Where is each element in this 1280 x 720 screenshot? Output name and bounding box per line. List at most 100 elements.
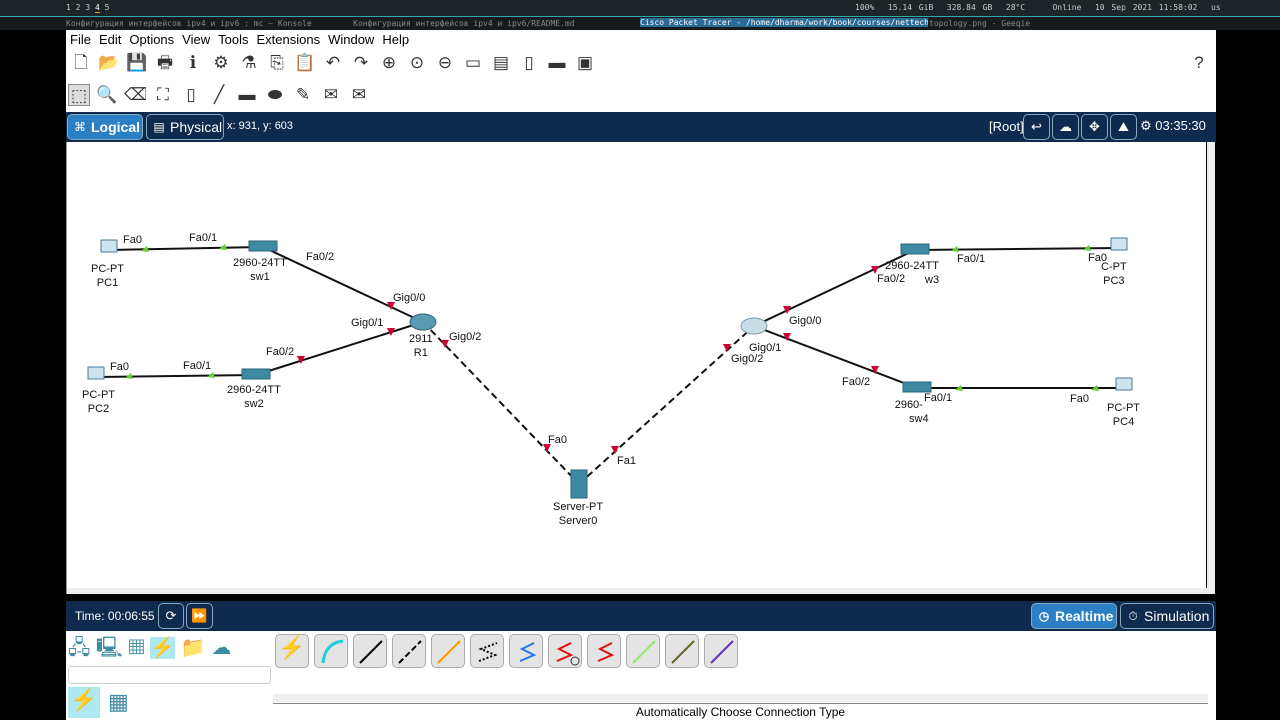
vertical-scrollbar[interactable]	[1207, 142, 1215, 594]
rectangle-icon[interactable]: ▬	[238, 85, 256, 104]
multiuser-icon[interactable]: ☁	[211, 637, 232, 659]
root-label[interactable]: [Root]	[989, 119, 1024, 134]
freeform-icon[interactable]: ✎	[295, 85, 311, 104]
select-icon[interactable]: ⬚	[68, 84, 90, 106]
fiber-icon[interactable]	[431, 634, 465, 668]
serial-dte-icon[interactable]	[587, 634, 621, 668]
notes-icon[interactable]: ▯	[524, 53, 534, 72]
r1-icon	[409, 313, 437, 331]
custom-device-icon[interactable]: ▤	[492, 53, 510, 72]
task-packet-tracer[interactable]: Cisco Packet Tracer - /home/dharma/work/…	[640, 18, 928, 27]
wizard-icon[interactable]: ⚗	[241, 53, 257, 72]
horizontal-scrollbar[interactable]	[67, 588, 1207, 594]
copper-straight-icon[interactable]	[353, 634, 387, 668]
simulation-button[interactable]: ⏱Simulation	[1120, 603, 1214, 629]
menu-extensions[interactable]: Extensions	[256, 32, 321, 47]
components-icon[interactable]: ▦	[128, 637, 145, 659]
resize-icon[interactable]: ⛶	[157, 85, 169, 104]
connections-icon[interactable]: ⚡	[150, 637, 176, 659]
network-devices-icon[interactable]: 🖧	[68, 637, 91, 659]
sim-time: Time: 00:06:55	[75, 609, 155, 623]
image-icon[interactable]: ▣	[576, 53, 594, 72]
paste-icon[interactable]: 📋	[294, 53, 316, 72]
cluster-icon[interactable]: ☁	[1052, 114, 1079, 140]
background-icon[interactable]: ⛰	[1110, 114, 1137, 140]
serial-dce-icon[interactable]	[548, 634, 582, 668]
time-bar: Time: 00:06:55 ⟳ ⏩ ◷Realtime ⏱Simulation	[66, 601, 1216, 631]
network-info-icon[interactable]: ⚙	[213, 53, 229, 72]
menu-window[interactable]: Window	[328, 32, 375, 47]
ellipse-icon[interactable]: ⬬	[267, 85, 283, 104]
menu-file[interactable]: File	[70, 32, 91, 47]
auto-cable-icon[interactable]: ⚡	[275, 634, 309, 668]
simple-pdu-icon[interactable]: ✉	[323, 85, 339, 104]
power-cycle-icon[interactable]: ⟳	[158, 603, 184, 629]
device-sw4[interactable]: 2960-sw4	[894, 399, 929, 425]
link-sw1-r1	[262, 246, 424, 323]
end-devices-icon[interactable]: 🖳	[95, 637, 123, 659]
misc-icon[interactable]: 📁	[180, 637, 206, 659]
link-pc2-sw2	[97, 374, 257, 378]
print-icon[interactable]: 🖶	[156, 53, 174, 72]
link-down-markers	[297, 266, 879, 454]
task-konsole[interactable]: Конфигурация интерфейсов ipv4 и ipv6 : m…	[66, 19, 312, 28]
info-icon[interactable]: ℹ	[189, 53, 197, 72]
fast-forward-icon[interactable]: ⏩	[186, 603, 213, 629]
move-icon[interactable]: ✥	[1081, 114, 1108, 140]
back-icon[interactable]: ↩	[1023, 114, 1050, 140]
link-sw2-r1	[255, 321, 424, 376]
realtime-button[interactable]: ◷Realtime	[1031, 603, 1117, 629]
open-icon[interactable]: 📂	[98, 53, 120, 72]
menu-help[interactable]: Help	[382, 32, 410, 47]
cable-scrollbar[interactable]	[273, 694, 1208, 702]
note-icon[interactable]: ▯	[186, 85, 196, 104]
workspaces[interactable]: 1 2 3 4 5	[66, 3, 110, 13]
draw-line-icon[interactable]: ╱	[213, 85, 225, 104]
device-search[interactable]	[68, 666, 271, 684]
coaxial-icon[interactable]	[509, 634, 543, 668]
copper-cross-icon[interactable]	[392, 634, 426, 668]
inspect-icon[interactable]: 🔍	[96, 85, 118, 104]
octal-cable-icon[interactable]	[626, 634, 660, 668]
task-geeqie[interactable]: topology.png - Geeqie	[929, 19, 1031, 28]
coordinates: x: 931, y: 603	[227, 120, 294, 132]
grid-icon[interactable]: ▦	[108, 689, 129, 714]
zoom-out-icon[interactable]: ⊖	[437, 53, 453, 72]
new-icon[interactable]: 🗋	[74, 53, 88, 72]
menu-tools[interactable]: Tools	[218, 32, 249, 47]
port-label: Fa0/2	[306, 251, 335, 263]
menu-edit[interactable]: Edit	[98, 32, 122, 47]
delete-icon[interactable]: ⌫	[124, 85, 146, 104]
palette-icon[interactable]: ▭	[464, 53, 482, 72]
zoom-reset-icon[interactable]: ⊙	[409, 53, 425, 72]
undo-icon[interactable]: ↶	[325, 53, 341, 72]
redo-icon[interactable]: ↷	[353, 53, 369, 72]
phone-cable-icon[interactable]	[470, 634, 504, 668]
tab-physical[interactable]: ▤Physical	[146, 114, 224, 140]
console-cable-icon[interactable]	[314, 634, 348, 668]
iot-cable-icon[interactable]	[665, 634, 699, 668]
menu-options[interactable]: Options	[129, 32, 175, 47]
menu-view[interactable]: View	[182, 32, 211, 47]
tab-logical[interactable]: ⌘Logical	[67, 114, 143, 140]
sw1-icon	[248, 240, 278, 252]
zoom-in-icon[interactable]: ⊕	[381, 53, 397, 72]
connections-subcategory-icon[interactable]: ⚡	[68, 687, 100, 718]
help-icon[interactable]: ?	[1194, 53, 1204, 72]
task-readme[interactable]: Конфигурация интерфейсов ipv4 и ipv6/REA…	[353, 19, 575, 28]
save-icon[interactable]: 💾	[126, 53, 148, 72]
usb-cable-icon[interactable]	[704, 634, 738, 668]
complex-pdu-icon[interactable]: ✉	[351, 85, 367, 104]
device-icon[interactable]: ▬	[548, 53, 566, 72]
copy-icon[interactable]: ⎘	[270, 53, 284, 72]
